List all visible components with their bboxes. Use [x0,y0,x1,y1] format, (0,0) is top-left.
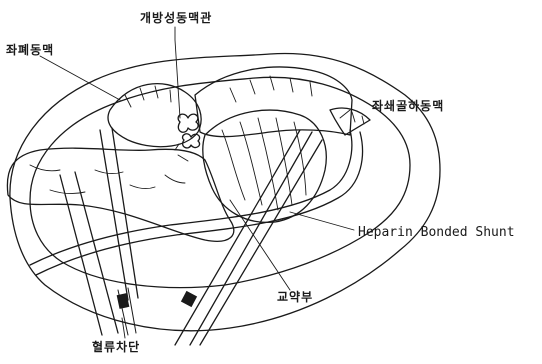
descending-aorta [7,148,233,241]
leader-ductus [175,27,180,118]
label-ductus-arteriosus: 개방성동맥관 [140,12,212,24]
ductus-knot [178,114,198,132]
leader-lpa [40,56,120,100]
aortic-mass [203,110,326,222]
leader-lsa [340,110,350,118]
leader-shunt [290,212,354,230]
label-left-pulmonary-artery: 좌폐동맥 [6,44,54,56]
outer-outline [10,53,440,330]
left-pulmonary-artery [108,84,201,147]
label-shunt: Heparin Bonded Shunt [358,226,515,239]
label-blood-flow-block: 혈류차단 [92,341,140,353]
label-coarctation: 교약부 [277,291,313,303]
label-left-subclavian-artery: 좌쇄골하동맥 [372,100,444,112]
inner-outline [30,77,410,287]
leader-coarctation [230,200,290,290]
